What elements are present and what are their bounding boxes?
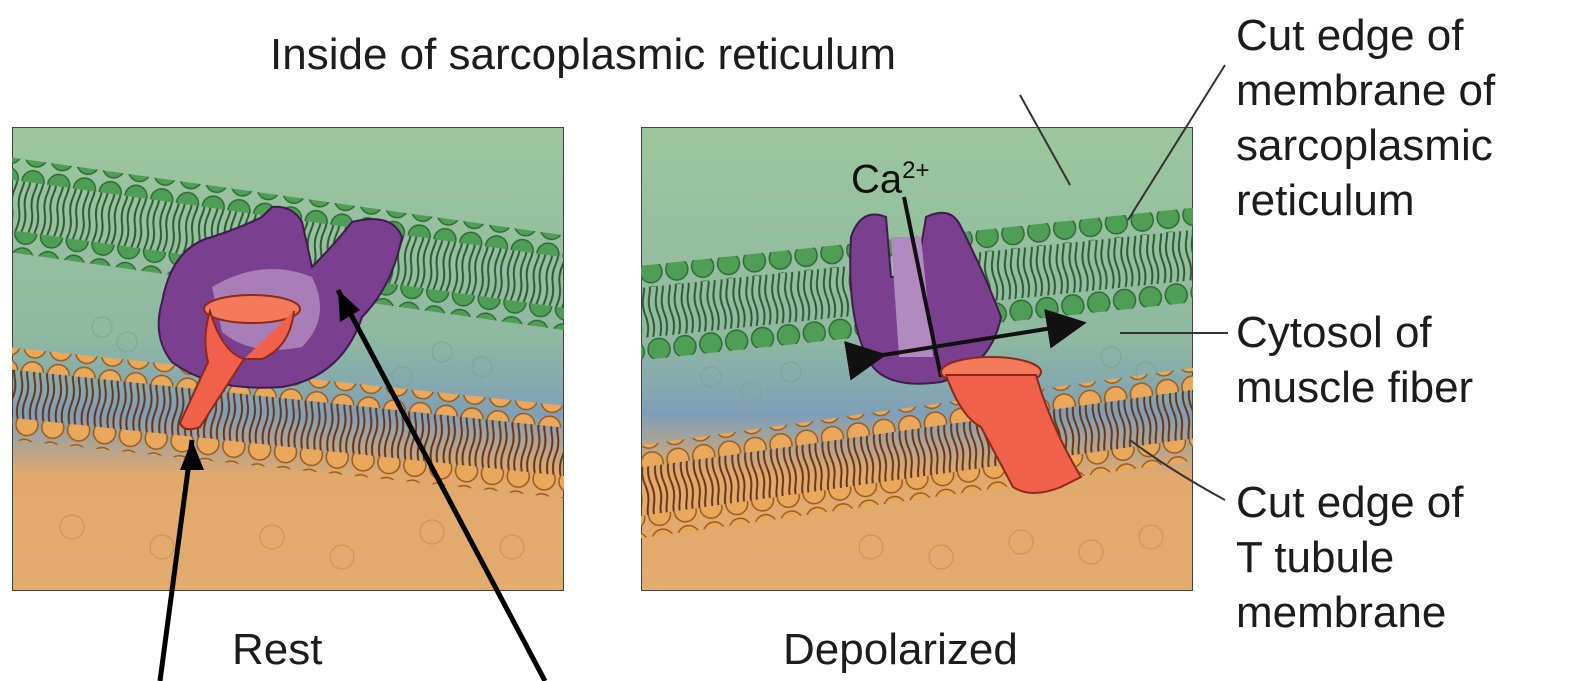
rest-caption: Rest	[232, 628, 322, 672]
title-label: Inside of sarcoplasmic reticulum	[270, 33, 896, 77]
label-t-tubule-line-3: membrane	[1236, 585, 1464, 640]
rest-diagram	[12, 127, 564, 591]
label-sr-membrane: Cut edge of membrane of sarcoplasmic ret…	[1236, 8, 1495, 228]
rest-panel	[12, 127, 564, 591]
label-cytosol-line-2: muscle fiber	[1236, 360, 1473, 415]
depolarized-caption: Depolarized	[783, 628, 1018, 672]
calcium-ion-charge: 2+	[902, 157, 929, 184]
label-cytosol-line-1: Cytosol of	[1236, 305, 1473, 360]
label-sr-membrane-line-4: reticulum	[1236, 173, 1495, 228]
calcium-ion-label: Ca2+	[851, 157, 930, 202]
label-sr-membrane-line-1: Cut edge of	[1236, 8, 1495, 63]
calcium-ion-symbol: Ca	[851, 157, 902, 201]
label-t-tubule-line-1: Cut edge of	[1236, 475, 1464, 530]
label-sr-membrane-line-3: sarcoplasmic	[1236, 118, 1495, 173]
depolarized-panel: Ca2+	[641, 127, 1193, 591]
label-t-tubule-line-2: T tubule	[1236, 530, 1464, 585]
label-t-tubule: Cut edge of T tubule membrane	[1236, 475, 1464, 640]
label-sr-membrane-line-2: membrane of	[1236, 63, 1495, 118]
label-cytosol: Cytosol of muscle fiber	[1236, 305, 1473, 415]
